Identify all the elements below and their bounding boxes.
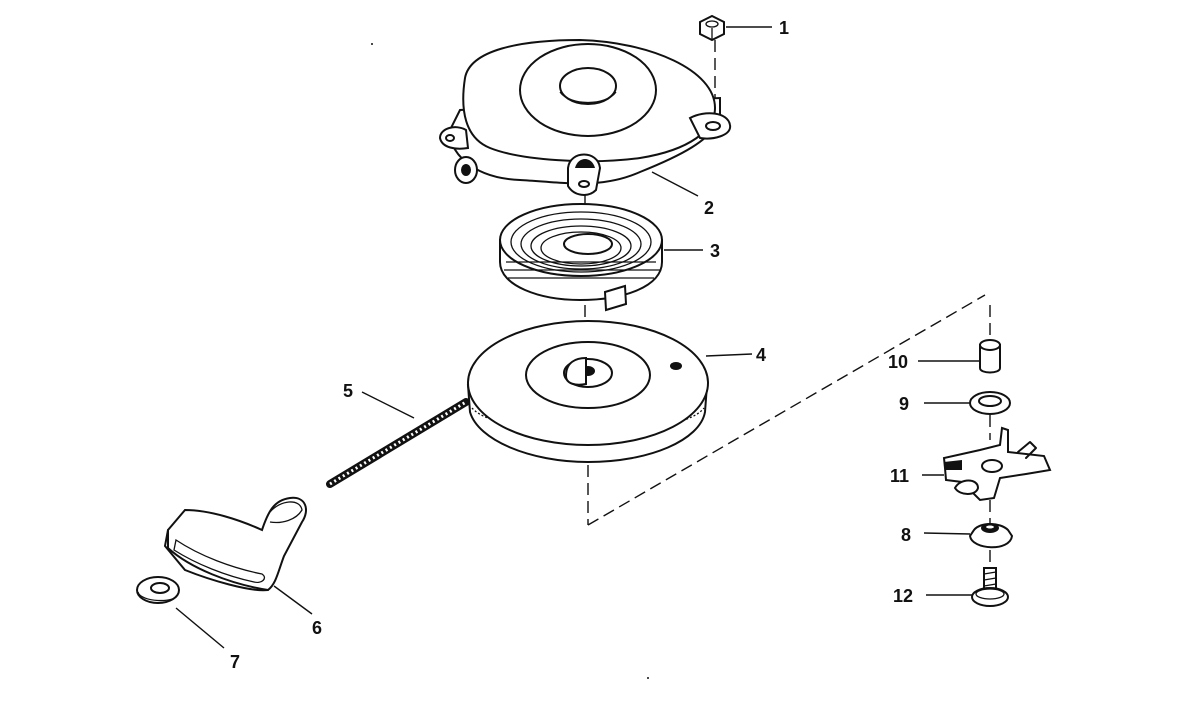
cup-washer <box>968 523 1014 549</box>
handle-washer <box>136 576 180 604</box>
rope-pulley <box>466 320 709 464</box>
callout-12: 12 <box>893 586 913 606</box>
callout-10: 10 <box>888 352 908 372</box>
starter-rope <box>326 398 470 488</box>
rope-handle <box>163 496 307 592</box>
screw <box>971 567 1009 607</box>
callout-labels: 1 2 3 4 5 6 7 8 9 10 11 12 <box>230 18 913 672</box>
callout-1: 1 <box>779 18 789 38</box>
recoil-spring <box>499 203 663 312</box>
flat-washer <box>969 391 1011 415</box>
callout-8: 8 <box>901 525 911 545</box>
starter-housing <box>438 38 732 196</box>
callout-6: 6 <box>312 618 322 638</box>
assembly-guide-lines <box>584 40 991 568</box>
callout-7: 7 <box>230 652 240 672</box>
callout-11: 11 <box>890 466 909 486</box>
scan-specks <box>371 43 649 679</box>
callout-5: 5 <box>343 381 353 401</box>
callout-3: 3 <box>710 241 720 261</box>
callout-9: 9 <box>899 394 909 414</box>
callout-leaders <box>175 26 980 649</box>
hex-nut <box>699 14 725 42</box>
pawl-clip <box>942 426 1052 502</box>
callout-2: 2 <box>704 198 714 218</box>
spacer-bushing <box>979 339 1001 374</box>
callout-4: 4 <box>756 345 766 365</box>
